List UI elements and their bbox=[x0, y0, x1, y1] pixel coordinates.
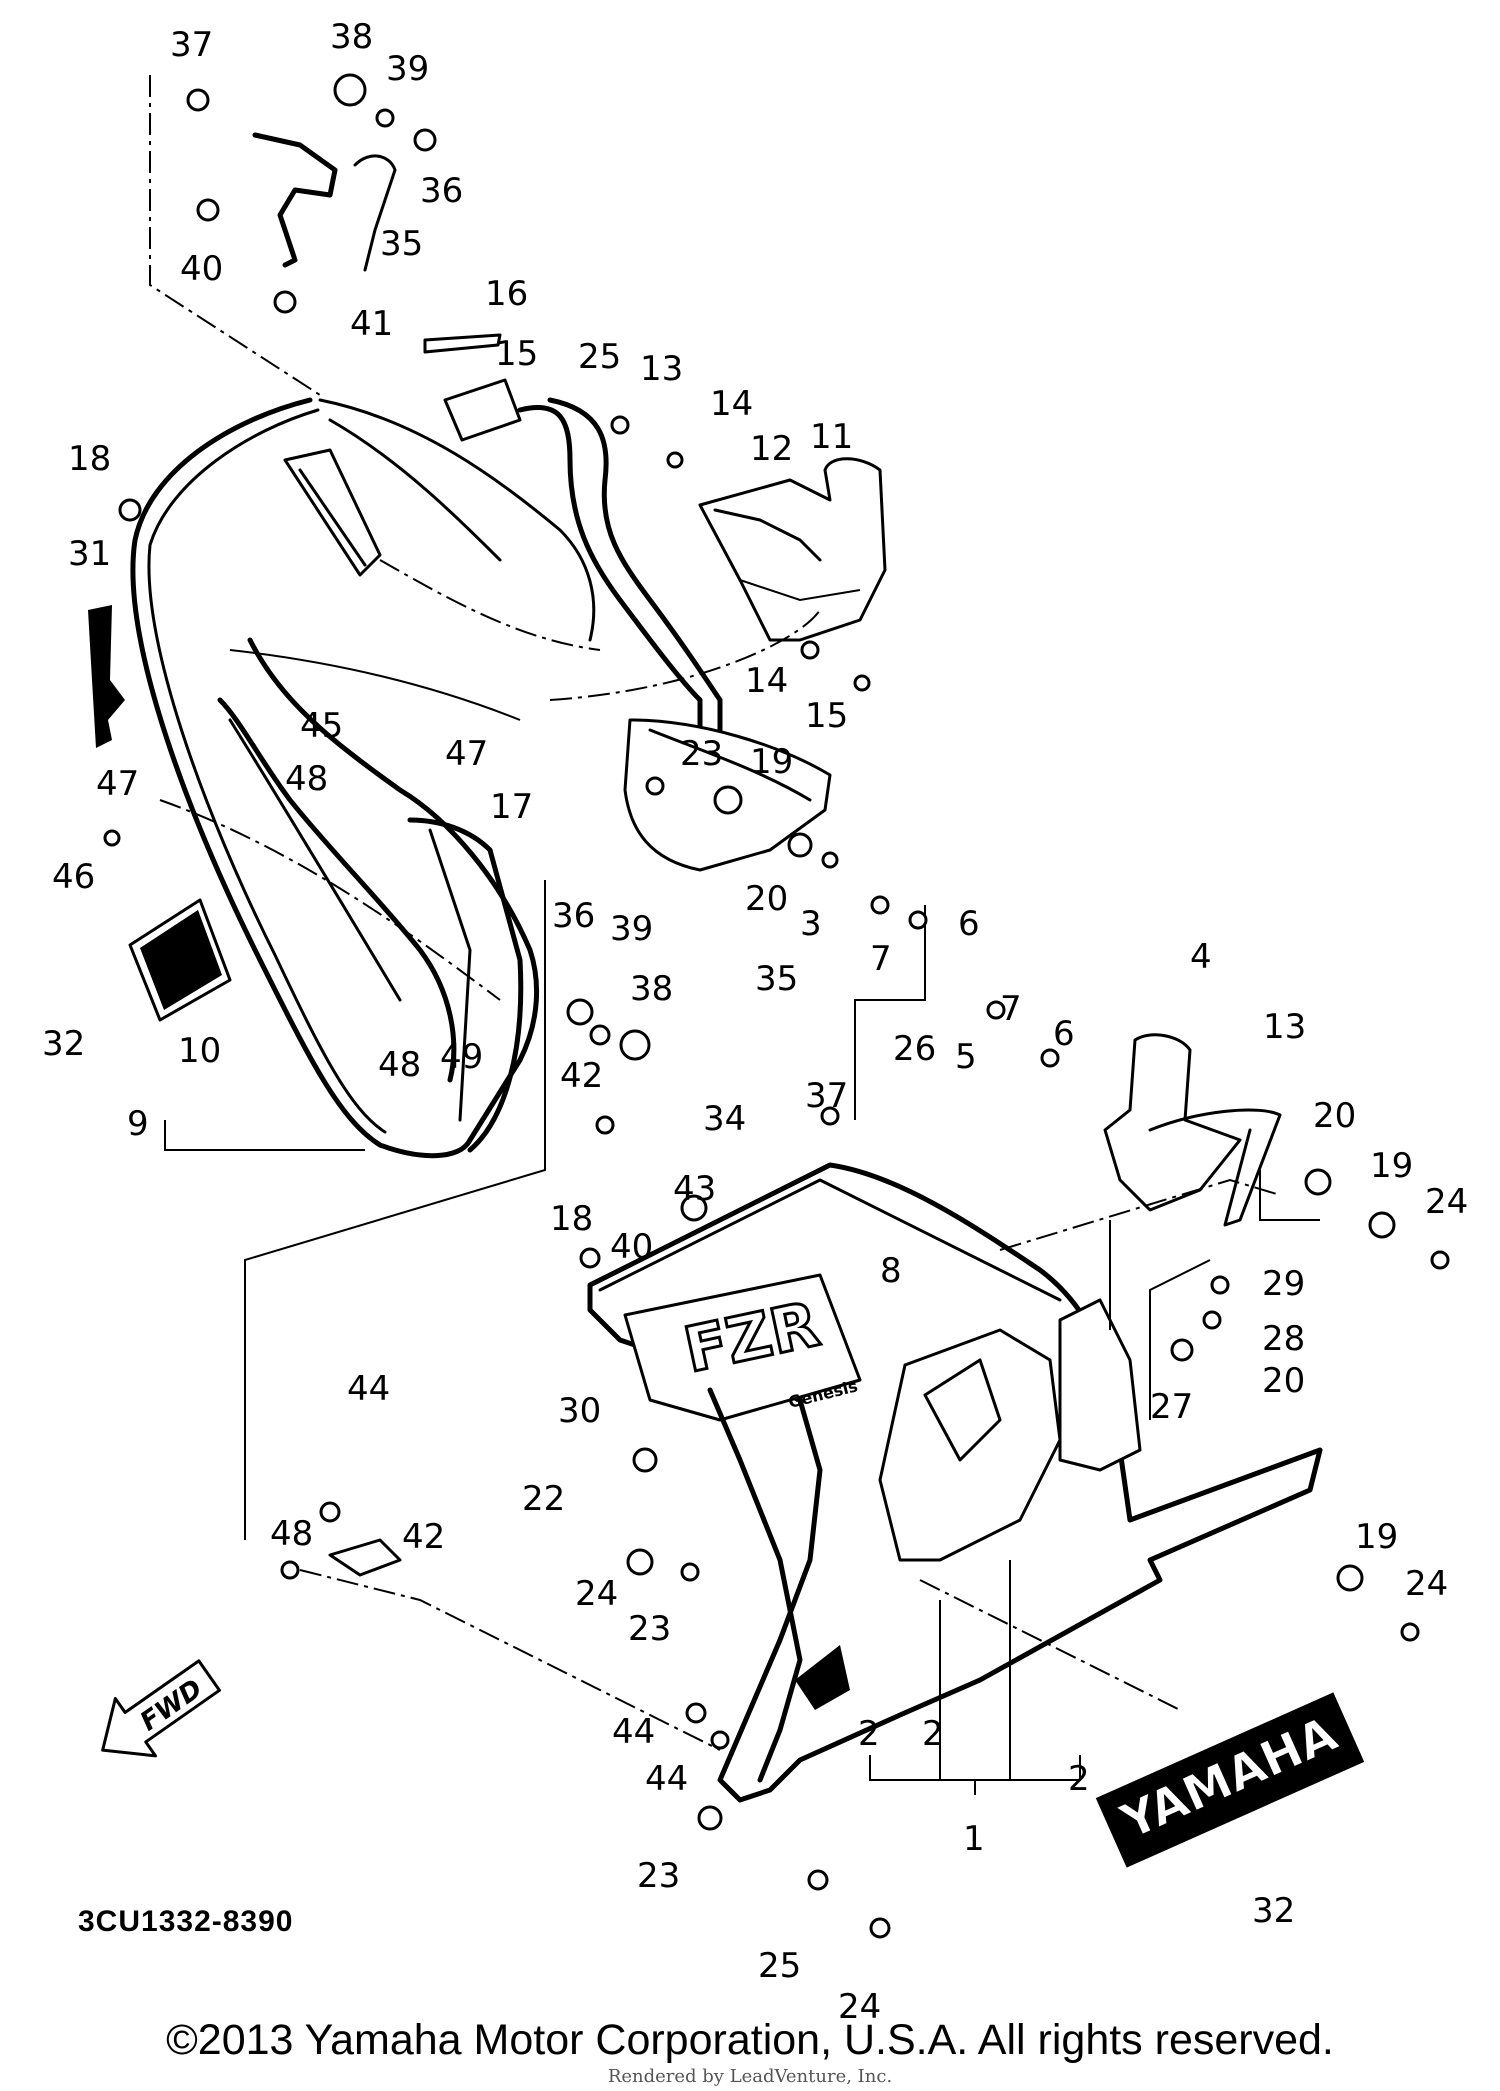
callout-28: 29 bbox=[1262, 1264, 1305, 1304]
callout-14: 14 bbox=[710, 384, 753, 424]
callout-19-c: 19 bbox=[1355, 1517, 1398, 1557]
callout-1: 1 bbox=[963, 1819, 985, 1859]
callout-labels: 37 38 39 36 35 40 41 16 15 25 13 14 12 1… bbox=[42, 17, 1468, 2027]
callout-12: 12 bbox=[750, 429, 793, 469]
callout-48-b: 48 bbox=[270, 1514, 313, 1554]
callout-44-b: 44 bbox=[612, 1712, 655, 1752]
callout-6: 6 bbox=[958, 904, 980, 944]
callout-22-b: 23 bbox=[637, 1856, 680, 1896]
callout-41: 43 bbox=[673, 1169, 716, 1209]
callout-20: 20 bbox=[745, 879, 788, 919]
callout-29: 30 bbox=[558, 1391, 601, 1431]
callout-16: 16 bbox=[485, 274, 528, 314]
callout-35: 36 bbox=[420, 171, 463, 211]
air-duct-right-lower bbox=[1103, 1033, 1282, 1227]
leader-lines bbox=[159, 559, 1320, 1751]
callout-20-b: 20 bbox=[1313, 1096, 1356, 1136]
callout-21-b: 24 bbox=[1425, 1182, 1468, 1222]
callout-4: 4 bbox=[1190, 937, 1212, 977]
callout-5: 5 bbox=[955, 1037, 977, 1077]
callout-33: 35 bbox=[755, 959, 798, 999]
callout-9: 9 bbox=[127, 1104, 149, 1144]
callout-25-b: 26 bbox=[893, 1029, 936, 1069]
callout-34: 35 bbox=[380, 224, 423, 264]
callout-12-b: 13 bbox=[1263, 1007, 1306, 1047]
callout-31-b: 32 bbox=[42, 1024, 85, 1064]
callout-23-b: 24 bbox=[838, 1987, 881, 2027]
callout-40: 41 bbox=[350, 304, 393, 344]
callout-42: 42 bbox=[402, 1517, 445, 1557]
callout-50: 49 bbox=[440, 1037, 483, 1077]
lower-bracket-42 bbox=[280, 1501, 402, 1580]
fwd-arrow: FWD bbox=[101, 1659, 221, 1758]
callout-32: 34 bbox=[703, 1099, 746, 1139]
callout-47-b: 47 bbox=[96, 764, 139, 804]
callout-24: 24 bbox=[575, 1574, 618, 1614]
callout-38: 39 bbox=[386, 49, 429, 89]
callout-35-b: 36 bbox=[552, 896, 595, 936]
callout-14-b: 15 bbox=[805, 696, 848, 736]
callout-27: 28 bbox=[1262, 1319, 1305, 1359]
lower-cowling-assembly: YAMAHA FZR Genesis bbox=[587, 1162, 1365, 1868]
callout-18-b: 18 bbox=[550, 1199, 593, 1239]
callout-26: 27 bbox=[1150, 1387, 1193, 1427]
callout-10: 10 bbox=[178, 1031, 221, 1071]
diagram-code: 3CU1332-8390 bbox=[78, 1905, 294, 1938]
air-duct-right-upper bbox=[698, 457, 887, 642]
callout-8: 8 bbox=[880, 1251, 902, 1291]
callout-48: 48 bbox=[285, 759, 328, 799]
callout-36: 37 bbox=[170, 25, 213, 65]
callout-49: 48 bbox=[378, 1045, 421, 1085]
callout-38-b: 39 bbox=[610, 909, 653, 949]
callout-3: 3 bbox=[800, 904, 822, 944]
copyright-notice: ©2013 Yamaha Motor Corporation, U.S.A. A… bbox=[166, 2016, 1334, 2064]
callout-22: 22 bbox=[522, 1479, 565, 1519]
callout-40-b: 42 bbox=[560, 1056, 603, 1096]
callout-7-b: 7 bbox=[1000, 989, 1022, 1029]
callout-2-b: 2 bbox=[922, 1714, 944, 1754]
mirror-bracket-assembly bbox=[149, 73, 437, 396]
callout-11: 11 bbox=[810, 417, 853, 457]
callout-37-b: 38 bbox=[630, 969, 673, 1009]
callout-6-b: 6 bbox=[1053, 1014, 1075, 1054]
callout-18: 18 bbox=[68, 439, 111, 479]
callout-46: 46 bbox=[52, 857, 95, 897]
callout-39: 40 bbox=[180, 249, 223, 289]
callout-30: 31 bbox=[68, 534, 111, 574]
cowling-stay-assembly bbox=[423, 333, 723, 738]
callout-15: 15 bbox=[495, 334, 538, 374]
callout-17: 17 bbox=[490, 787, 533, 827]
callout-37: 38 bbox=[330, 17, 373, 57]
callout-23: 23 bbox=[628, 1609, 671, 1649]
callout-19-b: 19 bbox=[1370, 1146, 1413, 1186]
callout-20-c: 20 bbox=[1262, 1361, 1305, 1401]
callout-13-b: 14 bbox=[745, 661, 788, 701]
callout-13: 13 bbox=[640, 349, 683, 389]
callout-24-b: 25 bbox=[758, 1946, 801, 1986]
callout-45: 45 bbox=[300, 706, 343, 746]
render-credit: Rendered by LeadVenture, Inc. bbox=[607, 2066, 893, 2087]
callout-2-c: 2 bbox=[1068, 1759, 1090, 1799]
callout-7: 7 bbox=[870, 939, 892, 979]
callout-21-c: 24 bbox=[1405, 1564, 1448, 1604]
fasteners bbox=[103, 415, 1450, 1939]
callout-39-b: 40 bbox=[610, 1227, 653, 1267]
callout-36-b: 37 bbox=[805, 1076, 848, 1116]
callout-2-a: 2 bbox=[858, 1714, 880, 1754]
callout-31: 32 bbox=[1252, 1891, 1295, 1931]
callout-21: 23 bbox=[680, 734, 723, 774]
callout-19: 19 bbox=[750, 742, 793, 782]
callout-44: 44 bbox=[347, 1369, 390, 1409]
upper-cowling-assembly bbox=[88, 397, 596, 1159]
callout-47: 47 bbox=[445, 734, 488, 774]
callout-25: 25 bbox=[578, 337, 621, 377]
callout-43: 44 bbox=[645, 1759, 688, 1799]
